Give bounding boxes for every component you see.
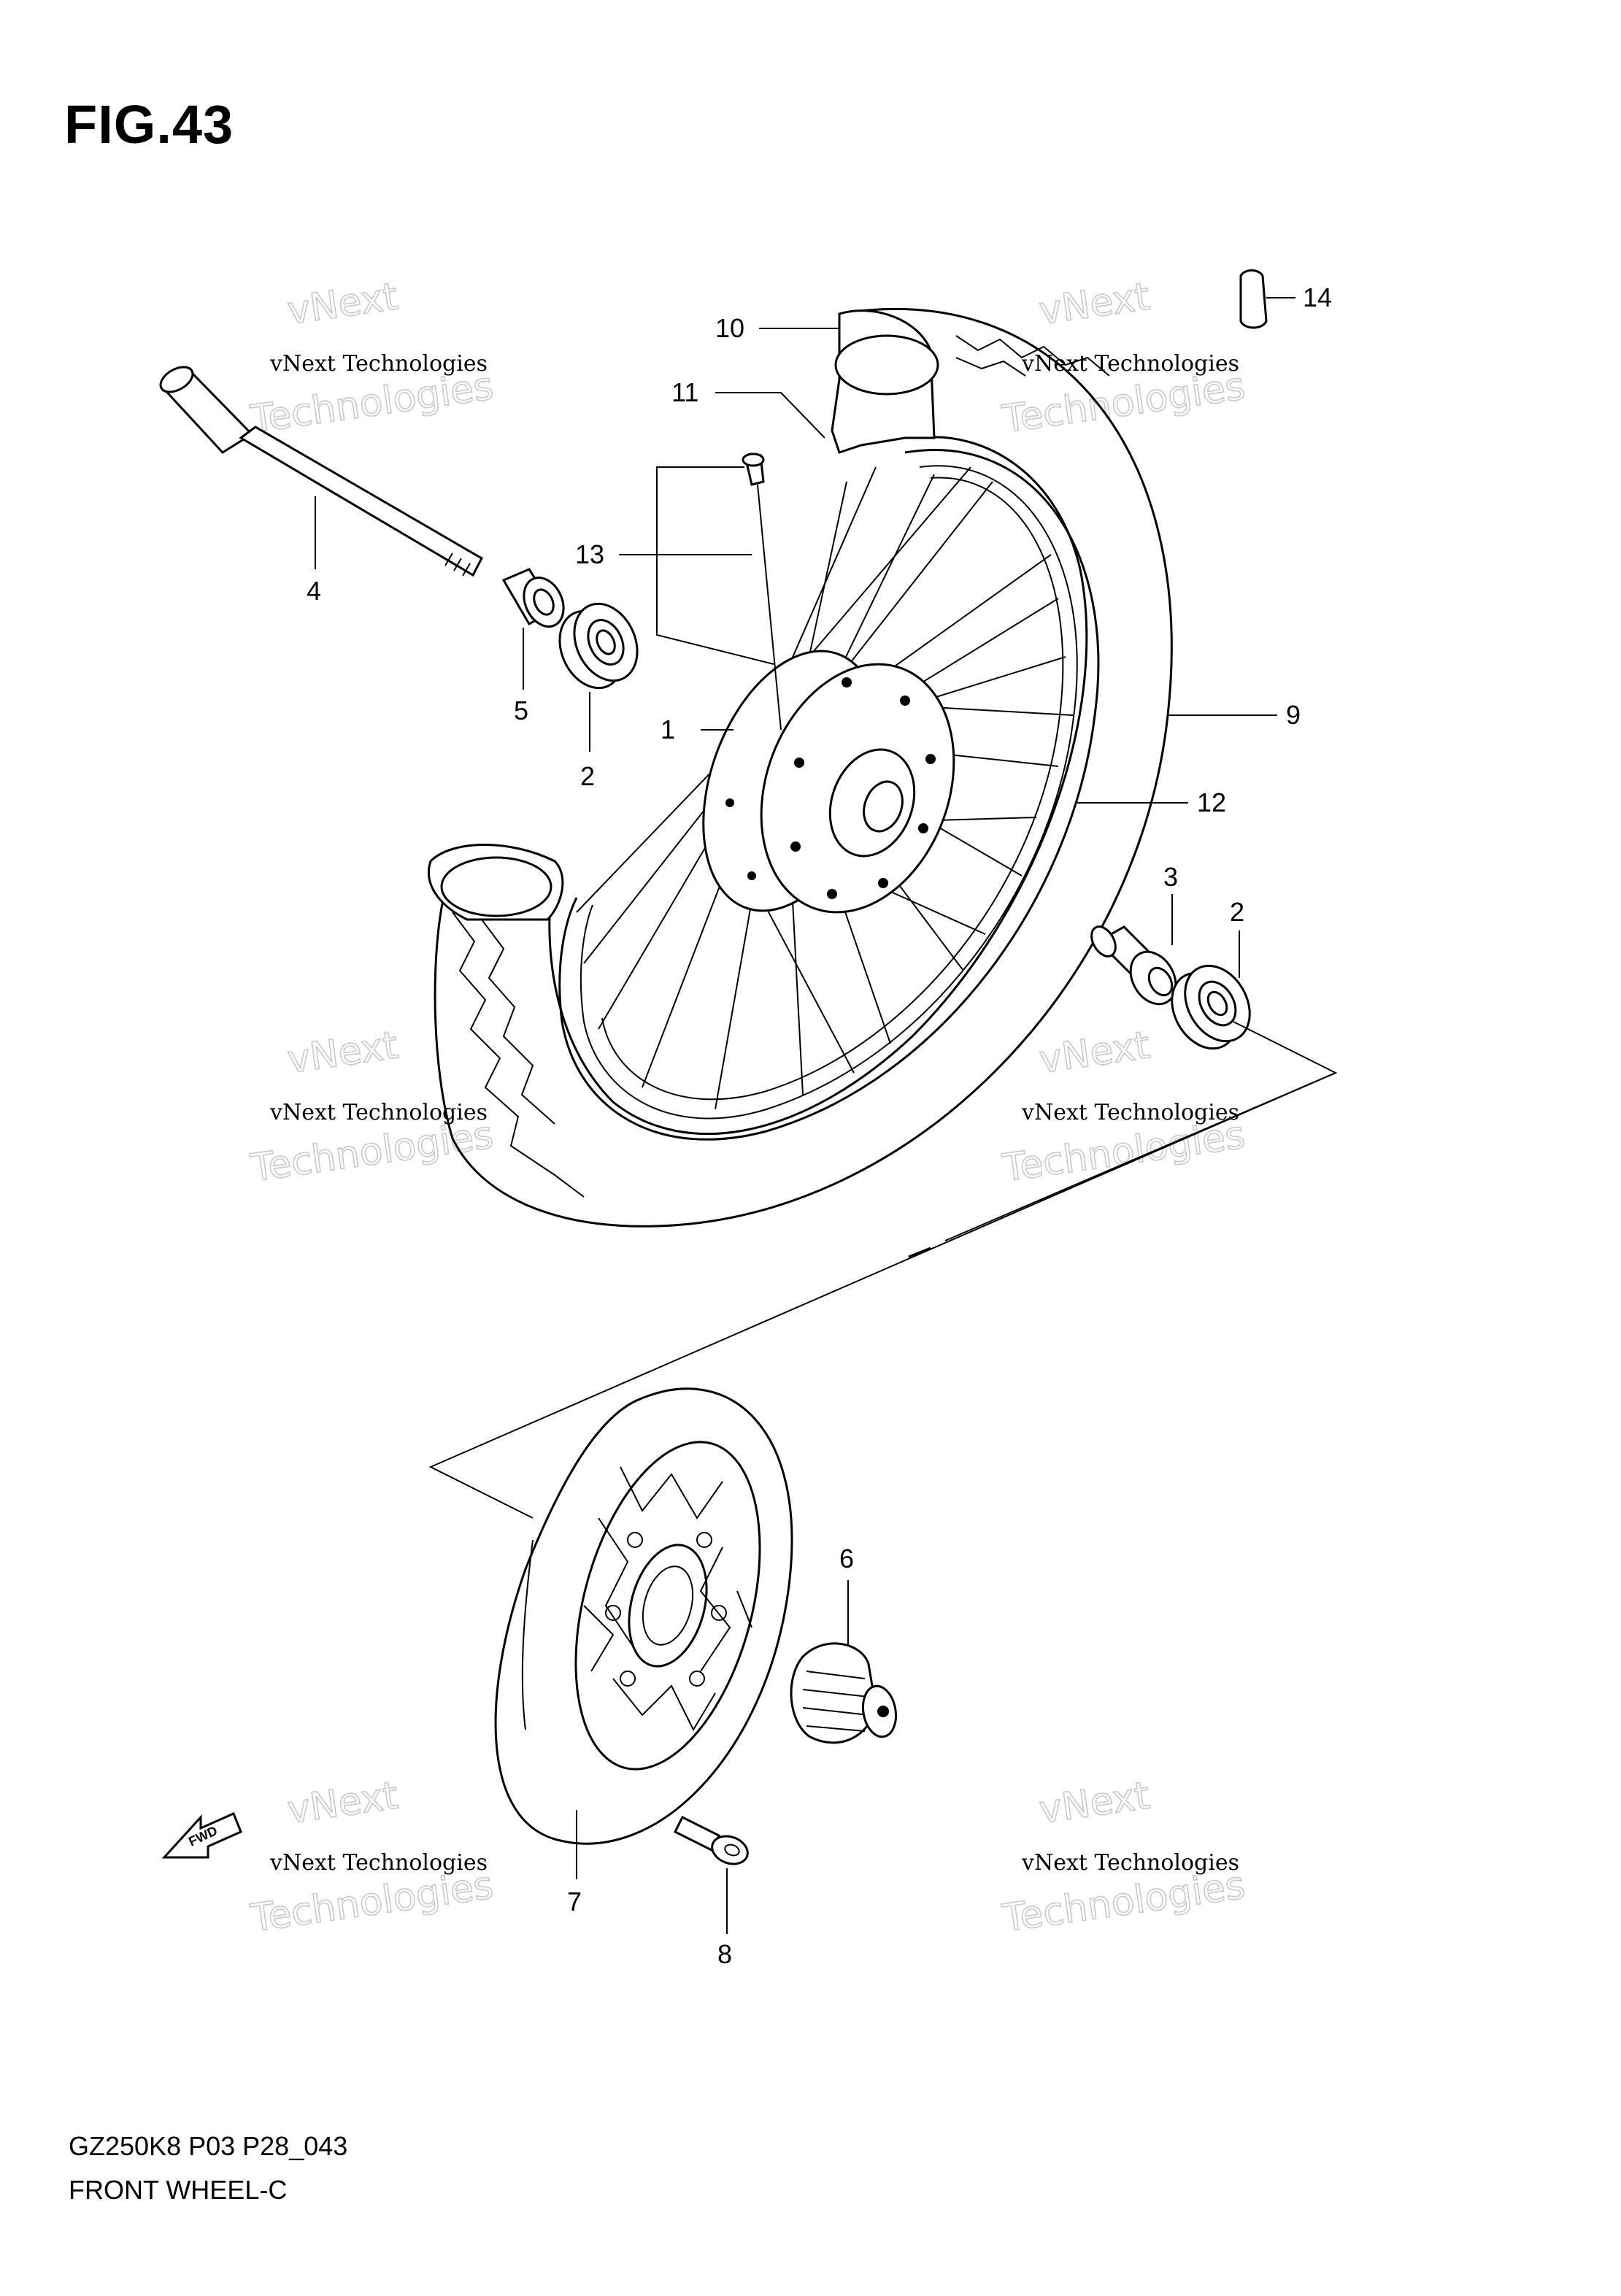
hub-axle-hole — [863, 780, 904, 833]
callout-2: 2 — [1230, 897, 1244, 927]
callout-13: 13 — [575, 539, 604, 569]
callout-7: 7 — [567, 1887, 582, 1916]
svg-text:vNext Technologies: vNext Technologies — [269, 1850, 488, 1876]
svg-text:vNext Technologies: vNext Technologies — [269, 1100, 488, 1125]
disc-lattice — [583, 1466, 752, 1732]
callout-3: 3 — [1163, 862, 1178, 892]
tire-tread-lower — [452, 912, 585, 1198]
watermark: vNext Technologies vNext Technologies — [247, 1023, 497, 1192]
svg-text:vNext Technologies: vNext Technologies — [1021, 1850, 1239, 1876]
front-axle — [159, 366, 483, 577]
callout-6: 6 — [839, 1544, 854, 1573]
callout-14: 14 — [1303, 282, 1332, 312]
svg-text:vNext: vNext — [285, 1023, 401, 1082]
watermark: vNext Technologies vNext Technologies — [247, 274, 497, 443]
callout-8: 8 — [717, 1939, 732, 1969]
flange-bolt-holes — [725, 677, 936, 899]
tire-tread-upper — [955, 335, 1110, 377]
callout-11: 11 — [671, 377, 698, 407]
front-wheel-assembly — [427, 307, 1173, 1228]
forward-arrow: FWD — [161, 1811, 242, 1859]
svg-text:vNext Technologies: vNext Technologies — [1021, 1100, 1239, 1125]
callout-10: 10 — [715, 313, 744, 343]
spacer — [501, 568, 565, 628]
callout-2: 2 — [580, 761, 595, 791]
watermark: vNext Technologies vNext Technologies — [999, 274, 1249, 443]
leader-lines — [315, 297, 1295, 1934]
svg-text:vNext: vNext — [285, 274, 401, 334]
svg-text:vNext: vNext — [1036, 1773, 1152, 1833]
bearing-left — [558, 602, 639, 690]
svg-text:vNext: vNext — [285, 1773, 401, 1833]
watermark: vNext Technologies vNext Technologies — [999, 1773, 1249, 1942]
brake-disc — [494, 1387, 793, 1845]
tire-valve — [742, 452, 782, 731]
bearing-right — [1171, 964, 1251, 1050]
valve-cap — [1239, 269, 1268, 329]
figure-title: FIG.43 — [64, 94, 234, 155]
callout-5: 5 — [514, 696, 528, 725]
speedometer-gearbox — [790, 1642, 898, 1744]
exploded-guide-lines — [428, 1021, 1338, 1519]
svg-text:vNext Technologies: vNext Technologies — [269, 351, 488, 377]
svg-text:vNext: vNext — [1036, 1023, 1152, 1082]
disc-bolt — [673, 1815, 749, 1865]
wheel-rim — [558, 449, 1100, 1141]
callout-12: 12 — [1197, 787, 1226, 817]
callout-9: 9 — [1286, 700, 1301, 730]
callout-1: 1 — [661, 714, 675, 744]
diagram-name: FRONT WHEEL-C — [69, 2175, 288, 2205]
collar — [1090, 925, 1177, 1006]
callout-labels: 1 2 2 3 4 5 6 7 8 9 10 11 12 13 14 — [307, 282, 1332, 1969]
callout-4: 4 — [307, 576, 321, 606]
diagram-code: GZ250K8 P03 P28_043 — [69, 2131, 348, 2161]
watermark: vNext Technologies vNext Technologies — [247, 1773, 497, 1942]
svg-text:vNext: vNext — [1036, 274, 1152, 334]
